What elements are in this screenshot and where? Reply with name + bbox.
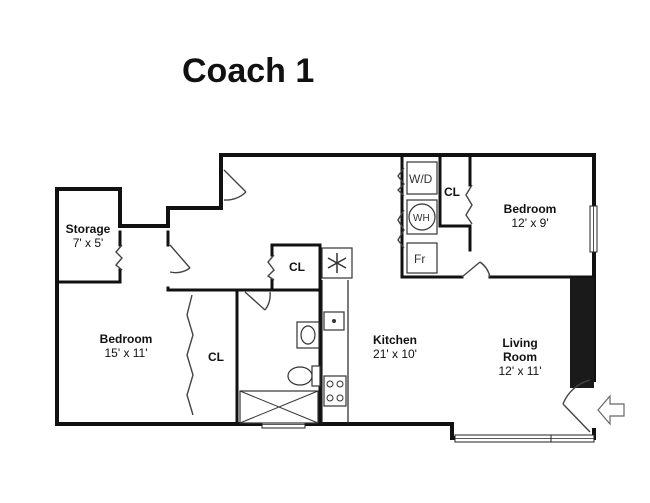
storage-name: Storage [66, 222, 111, 236]
doors [115, 167, 591, 433]
closet-left-label: CL [208, 350, 224, 364]
stove-icon [323, 375, 347, 407]
fireplace [570, 278, 594, 388]
living-name-line1: Living [502, 336, 537, 350]
bathtub [239, 390, 319, 424]
snowflake-icon [321, 247, 353, 279]
entry-arrow-icon [597, 394, 625, 426]
plan-title: Coach 1 [182, 52, 314, 90]
water-heater-circle [408, 203, 436, 231]
washer-dryer-box [406, 161, 438, 195]
vanity-sink-icon [296, 321, 320, 349]
bedroom-right-size: 12' x 9' [511, 216, 548, 230]
closet-right-label: CL [444, 185, 460, 199]
water-heater-label: WH [413, 213, 430, 224]
bedroom-left-name: Bedroom [100, 332, 153, 346]
washer-dryer-label: W/D [409, 172, 433, 186]
fridge-box [406, 242, 438, 274]
bedroom-right-name: Bedroom [504, 202, 557, 216]
sink-icon [323, 311, 345, 331]
fridge-label: Fr [414, 252, 425, 266]
storage-size: 7' x 5' [73, 236, 104, 250]
living-name-line2: Room [503, 350, 537, 364]
toilet-icon [287, 365, 321, 387]
kitchen-name: Kitchen [373, 333, 417, 347]
interior-walls [55, 153, 596, 426]
kitchen-size: 21' x 10' [373, 347, 417, 361]
exterior-walls [55, 153, 596, 440]
bedroom-left-size: 15' x 11' [104, 346, 147, 360]
living-size: 12' x 11' [498, 364, 541, 378]
closet-center-label: CL [289, 260, 305, 274]
